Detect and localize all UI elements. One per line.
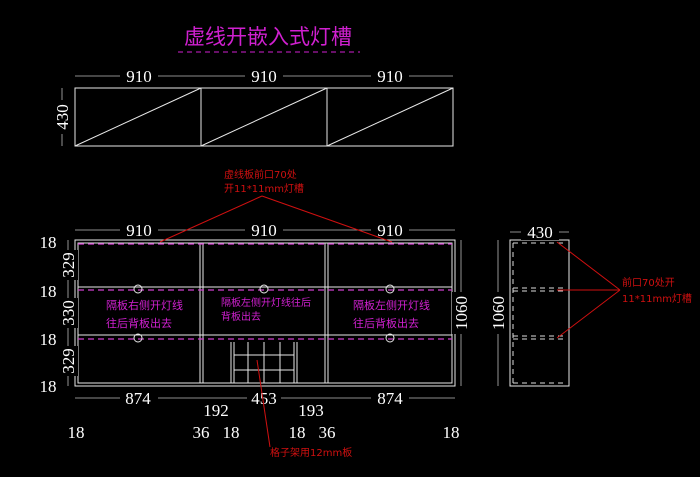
- drawing-title: 虚线开嵌入式灯槽: [184, 25, 352, 49]
- bottom-36-a: 36: [193, 423, 210, 442]
- side-depth: 430: [527, 223, 553, 242]
- panel-note-1b: 往后背板出去: [106, 316, 172, 330]
- top-note-line2: 开11*11mm灯槽: [224, 182, 304, 195]
- front-width-1: 910: [126, 221, 152, 240]
- bottom-874-right: 874: [377, 389, 403, 408]
- left-height-1: 329: [59, 252, 78, 278]
- grid-shelf: [230, 342, 298, 383]
- panel-note-2a: 隔板左侧开灯线往后: [221, 296, 311, 309]
- side-note-line2: 11*11mm灯槽: [622, 292, 692, 305]
- left-height-3: 329: [59, 348, 78, 374]
- side-view: 430 1060 前口70处开 11*11mm灯槽: [488, 222, 692, 387]
- front-total-height: 1060: [452, 296, 471, 330]
- front-width-2: 910: [251, 221, 277, 240]
- plan-width-1: 910: [126, 67, 152, 86]
- side-note-line1: 前口70处开: [622, 276, 675, 289]
- bottom-36-b: 36: [319, 423, 336, 442]
- bottom-193: 193: [298, 401, 324, 420]
- panel-note-2b: 背板出去: [221, 310, 261, 323]
- left-thickness-3: 18: [40, 330, 57, 349]
- bottom-18-c: 18: [289, 423, 306, 442]
- left-height-2: 330: [59, 300, 78, 326]
- left-thickness-1: 18: [40, 233, 57, 252]
- front-view: 隔板右侧开灯线 往后背板出去 隔板左侧开灯线往后 背板出去 隔板左侧开灯线 往后…: [40, 168, 472, 459]
- plan-depth: 430: [53, 104, 72, 130]
- panel-note-1a: 隔板右侧开灯线: [106, 298, 183, 312]
- bottom-18-b: 18: [223, 423, 240, 442]
- side-height: 1060: [489, 296, 508, 330]
- left-thickness-2: 18: [40, 282, 57, 301]
- bottom-18-a: 18: [68, 423, 85, 442]
- panel-note-3b: 往后背板出去: [353, 316, 419, 330]
- bottom-453: 453: [251, 389, 277, 408]
- plan-width-3: 910: [377, 67, 403, 86]
- bottom-192: 192: [203, 401, 229, 420]
- bottom-18-d: 18: [443, 423, 460, 442]
- bottom-874-left: 874: [125, 389, 151, 408]
- front-width-3: 910: [377, 221, 403, 240]
- grid-note: 格子架用12mm板: [270, 446, 352, 459]
- plan-width-2: 910: [251, 67, 277, 86]
- plan-view: 910 910 910 430: [52, 66, 454, 147]
- top-note-line1: 虚线板前口70处: [224, 168, 297, 181]
- panel-note-3a: 隔板左侧开灯线: [353, 298, 430, 312]
- left-thickness-4: 18: [40, 377, 57, 396]
